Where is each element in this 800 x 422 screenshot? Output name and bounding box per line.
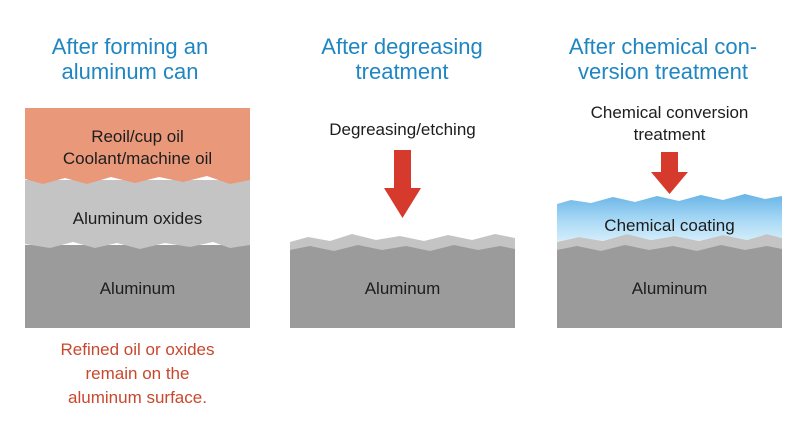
stage2-layers (290, 150, 515, 328)
stage2-title-line2: treatment (355, 59, 449, 84)
stage2-title: After degreasing treatment (277, 34, 527, 84)
stage1-title: After forming an aluminum can (5, 34, 255, 84)
stage3-layers (557, 152, 782, 328)
aluminum-layer (290, 245, 515, 328)
aluminum-layer (557, 245, 782, 328)
oil-layer-label-line1: Reoil/cup oil (91, 127, 184, 146)
stage1-title-line1: After forming an (51, 34, 209, 59)
aluminum-label: Aluminum (99, 279, 176, 298)
oil-layer-label-line2: Coolant/machine oil (62, 149, 213, 168)
aluminum-label: Aluminum (364, 279, 441, 298)
stage3-title-line1: After chemical con- (568, 34, 758, 59)
degreasing-label: Degreasing/etching (329, 120, 476, 139)
oxide-layer-label: Aluminum oxides (72, 209, 203, 228)
chemical-coating-layer (557, 194, 782, 242)
stage1-title-line2: aluminum can (61, 59, 199, 84)
stage2-diagram: Degreasing/etching Aluminum (290, 100, 515, 328)
aluminum-layer (25, 245, 250, 328)
conversion-label-line1: Chemical conversion (590, 103, 749, 122)
stage3-title-line2: version treatment (578, 59, 748, 84)
residue-note-line1: Refined oil or oxides (60, 340, 215, 359)
residue-note: Refined oil or oxides remain on the alum… (10, 338, 265, 410)
stage1-layers (25, 108, 250, 328)
stage1-diagram: Reoil/cup oil Coolant/machine oil Alumin… (25, 100, 250, 328)
down-arrow-icon (651, 152, 688, 194)
stage3-title: After chemical con- version treatment (538, 34, 788, 84)
residue-note-line2: remain on the (85, 364, 190, 383)
down-arrow-icon (384, 150, 421, 218)
conversion-label-line2: treatment (633, 125, 706, 144)
oil-layer-label: Reoil/cup oil Coolant/machine oil (25, 126, 250, 170)
residue-note-line3: aluminum surface. (68, 388, 207, 407)
aluminum-label: Aluminum (631, 279, 708, 298)
stage3-diagram: Chemical conversion treatment Chemical c… (557, 100, 782, 328)
conversion-label: Chemical conversion treatment (557, 102, 782, 146)
oil-layer (25, 108, 250, 184)
oxide-layer (25, 180, 250, 249)
stage2-title-line1: After degreasing (321, 34, 483, 59)
coating-label: Chemical coating (604, 216, 735, 235)
